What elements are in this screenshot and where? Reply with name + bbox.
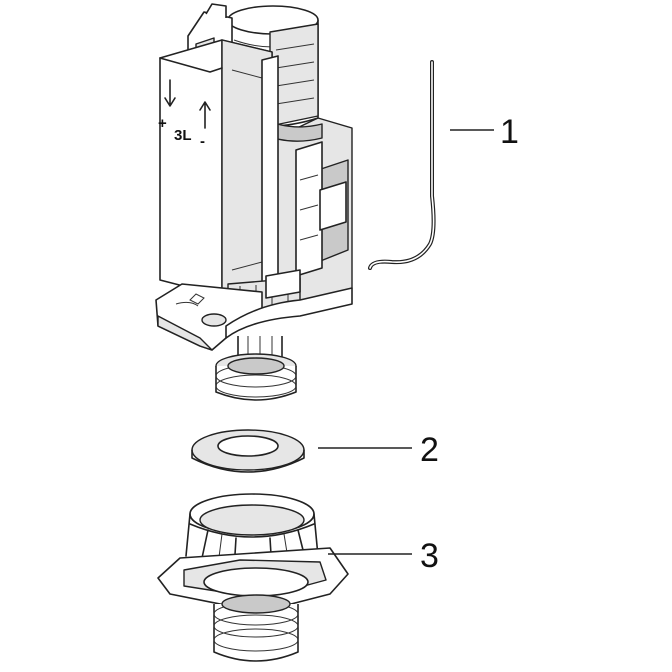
valve-rear-column	[271, 117, 353, 303]
volume-adjust-markings: + 3L -	[158, 79, 211, 150]
plus-mark: +	[158, 115, 167, 132]
flush-valve-assembly: + 3L -	[155, 3, 436, 401]
callout-2: 2	[318, 431, 439, 469]
callout-label-1: 1	[500, 113, 519, 151]
seal-ring	[191, 429, 305, 473]
callout-3: 3	[328, 537, 439, 575]
bowden-cable	[368, 60, 436, 270]
mounting-base	[157, 493, 349, 662]
callout-1: 1	[450, 113, 519, 151]
valve-base-plate	[155, 283, 353, 351]
callout-label-2: 2	[420, 431, 439, 469]
valve-outlet-stem	[215, 336, 297, 401]
valve-main-housing	[159, 39, 279, 297]
arrow-down-icon	[164, 79, 176, 107]
minus-mark: -	[200, 133, 205, 150]
callout-label-3: 3	[420, 537, 439, 575]
arrow-up-icon	[199, 101, 211, 129]
volume-mark: 3L	[174, 127, 192, 144]
